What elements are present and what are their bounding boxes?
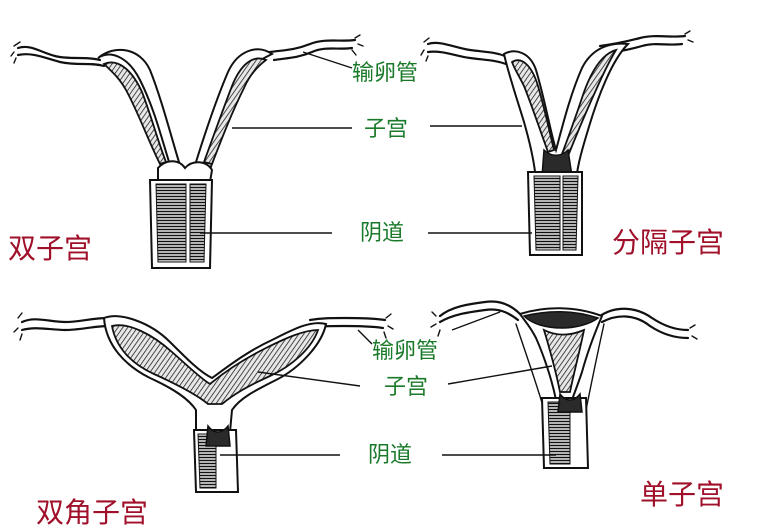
title-double-uterus: 双子宫 (8, 232, 92, 265)
title-bicornuate-uterus: 双角子宫 (36, 496, 148, 528)
label-vagina-bottom: 阴道 (368, 443, 412, 468)
label-uterus-bottom: 子宫 (384, 375, 428, 400)
title-septate-uterus: 分隔子宫 (612, 226, 724, 259)
bicornuate-uterus-illustration (13, 312, 394, 493)
single-uterus-illustration (430, 300, 698, 469)
title-single-uterus: 单子宫 (640, 478, 724, 511)
label-uterus-top: 子宫 (364, 117, 408, 142)
leader-lines (200, 51, 556, 456)
label-vagina-top: 阴道 (360, 221, 404, 246)
double-uterus-illustration (10, 34, 364, 269)
label-fallopian-tube-bottom: 输卵管 (372, 339, 438, 364)
septate-uterus-illustration (420, 30, 694, 256)
label-fallopian-tube-top: 输卵管 (352, 61, 418, 86)
